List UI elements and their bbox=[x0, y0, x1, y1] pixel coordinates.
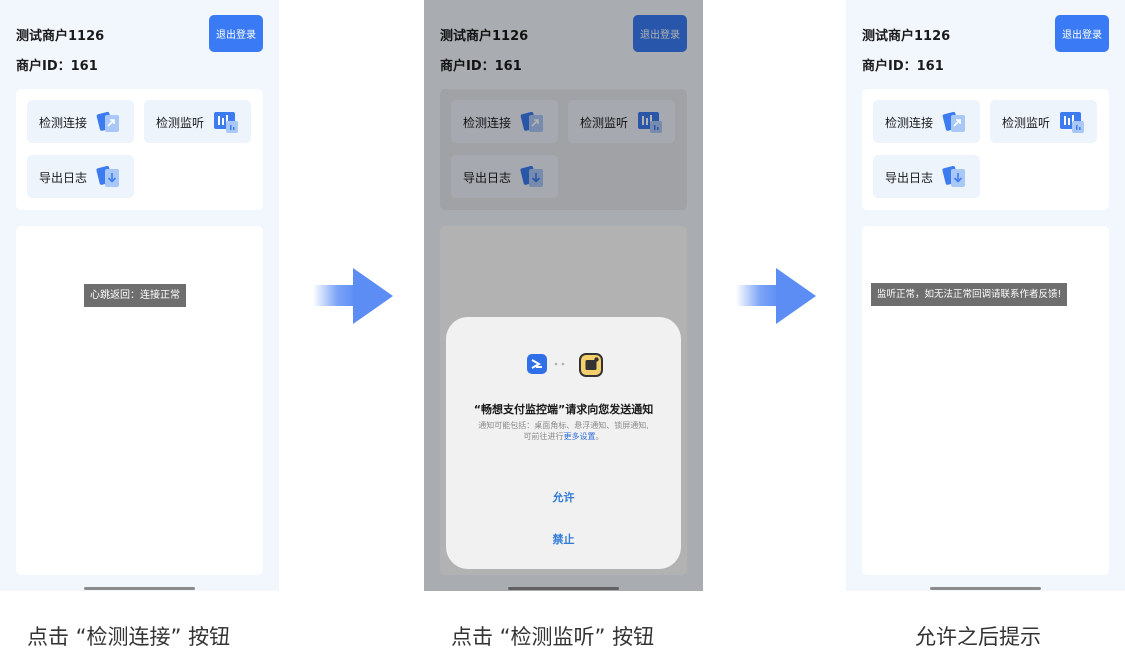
cards-link-icon bbox=[96, 111, 119, 132]
allow-button[interactable]: 允许 bbox=[526, 485, 601, 509]
logout-button[interactable]: 退出登录 bbox=[1055, 15, 1109, 52]
merchant-id: 商户ID：161 bbox=[16, 59, 98, 74]
connecting-dots-icon bbox=[554, 362, 565, 366]
dialog-title: “畅想支付监控端”请求向您发送通知 bbox=[473, 403, 654, 416]
logout-button[interactable]: 退出登录 bbox=[633, 15, 687, 52]
phone-screen-3: 测试商户1126 商户ID：161 退出登录 检测连接 检测监听 bbox=[846, 0, 1125, 591]
check-listener-button[interactable]: 检测监听 bbox=[144, 100, 251, 143]
deny-button[interactable]: 禁止 bbox=[526, 527, 601, 551]
right-arrow-icon bbox=[313, 268, 393, 324]
merchant-id: 商户ID：161 bbox=[862, 59, 944, 74]
home-indicator[interactable] bbox=[84, 587, 195, 590]
export-log-button[interactable]: 导出日志 bbox=[451, 155, 558, 198]
dialog-description-line-1: 通知可能包括：桌面角标、悬浮通知、锁屏通知, bbox=[478, 421, 649, 430]
step-caption-3: 允许之后提示 bbox=[915, 625, 1041, 649]
function-card: 检测连接 检测监听 导出日志 bbox=[440, 89, 687, 210]
merchant-name: 测试商户1126 bbox=[440, 29, 529, 44]
function-card: 检测连接 检测监听 导出日志 bbox=[862, 89, 1109, 210]
check-connection-button[interactable]: 检测连接 bbox=[873, 100, 980, 143]
log-area: 监听正常，如无法正常回调请联系作者反馈! bbox=[862, 226, 1109, 575]
dialog-description: 通知可能包括：桌面角标、悬浮通知、锁屏通知, 可前往进行更多设置。 bbox=[464, 420, 663, 442]
dialog-description-line-2: 可前往进行更多设置。 bbox=[464, 431, 663, 442]
merchant-id: 商户ID：161 bbox=[440, 59, 522, 74]
phone-screen-2: 测试商户1126 商户ID：161 退出登录 检测连接 检测监听 bbox=[424, 0, 703, 591]
download-doc-icon bbox=[942, 165, 965, 187]
home-indicator[interactable] bbox=[930, 587, 1041, 590]
export-log-button[interactable]: 导出日志 bbox=[873, 155, 980, 198]
bar-chart-icon bbox=[638, 112, 662, 133]
bar-chart-icon bbox=[1060, 112, 1084, 133]
merchant-name: 测试商户1126 bbox=[16, 29, 105, 44]
export-log-button[interactable]: 导出日志 bbox=[27, 155, 134, 198]
notification-bell-icon bbox=[579, 353, 603, 377]
step-caption-1: 点击 “检测连接” 按钮 bbox=[27, 625, 231, 649]
export-log-label: 导出日志 bbox=[463, 171, 512, 185]
description-suffix: 。 bbox=[595, 432, 604, 441]
check-connection-button[interactable]: 检测连接 bbox=[451, 100, 558, 143]
cards-link-icon bbox=[520, 111, 543, 132]
download-doc-icon bbox=[520, 165, 543, 187]
function-card: 检测连接 检测监听 导出日志 bbox=[16, 89, 263, 210]
step-caption-2: 点击 “检测监听” 按钮 bbox=[451, 625, 655, 649]
check-listener-label: 检测监听 bbox=[156, 116, 205, 130]
check-connection-label: 检测连接 bbox=[463, 116, 512, 130]
description-prefix: 可前往进行 bbox=[523, 432, 564, 441]
check-connection-label: 检测连接 bbox=[885, 116, 934, 130]
export-log-label: 导出日志 bbox=[885, 171, 934, 185]
more-settings-link[interactable]: 更多设置 bbox=[563, 432, 596, 441]
check-listener-button[interactable]: 检测监听 bbox=[990, 100, 1097, 143]
check-listener-button[interactable]: 检测监听 bbox=[568, 100, 675, 143]
merchant-name: 测试商户1126 bbox=[862, 29, 951, 44]
logout-button[interactable]: 退出登录 bbox=[209, 15, 263, 52]
check-listener-label: 检测监听 bbox=[580, 116, 629, 130]
check-connection-button[interactable]: 检测连接 bbox=[27, 100, 134, 143]
home-indicator[interactable] bbox=[508, 587, 619, 590]
export-log-label: 导出日志 bbox=[39, 171, 88, 185]
app-logo-icon bbox=[527, 354, 547, 374]
check-connection-label: 检测连接 bbox=[39, 116, 88, 130]
download-doc-icon bbox=[96, 165, 119, 187]
right-arrow-icon bbox=[736, 268, 816, 324]
status-toast: 监听正常，如无法正常回调请联系作者反馈! bbox=[871, 283, 1068, 306]
phone-screen-1: 测试商户1126 商户ID：161 退出登录 检测连接 检测监听 bbox=[0, 0, 279, 591]
status-toast: 心跳返回：连接正常 bbox=[84, 284, 186, 307]
cards-link-icon bbox=[942, 111, 965, 132]
bar-chart-icon bbox=[214, 112, 238, 133]
log-area: 心跳返回：连接正常 bbox=[16, 226, 263, 575]
notification-permission-dialog: “畅想支付监控端”请求向您发送通知 通知可能包括：桌面角标、悬浮通知、锁屏通知,… bbox=[446, 317, 681, 569]
check-listener-label: 检测监听 bbox=[1002, 116, 1051, 130]
